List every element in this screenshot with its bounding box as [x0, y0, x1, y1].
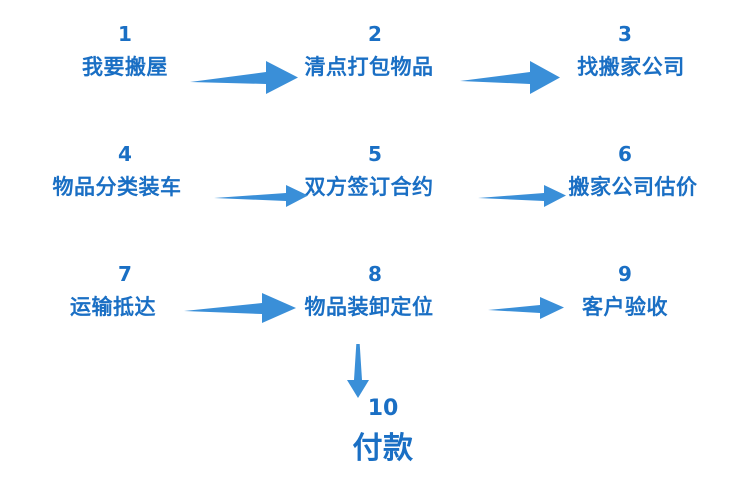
- step-label-8: 物品装卸定位: [304, 295, 434, 319]
- step-number-2: 2: [368, 22, 382, 46]
- flow-row-1: 1 我要搬屋 2 清点打包物品 3 找搬家公司: [0, 10, 750, 130]
- step-label-10: 付款: [352, 431, 414, 466]
- step-label-4: 物品分类装车: [52, 175, 182, 199]
- step-label-1: 我要搬屋: [82, 55, 168, 79]
- step-label-7: 运输抵达: [70, 295, 156, 319]
- flow-row-3: 7 运输抵达 8 物品装卸定位 9 客户验收: [0, 250, 750, 370]
- step-number-6: 6: [618, 142, 632, 166]
- step-number-3: 3: [618, 22, 632, 46]
- step-node-3[interactable]: 3 找搬家公司: [500, 10, 750, 130]
- step-number-10: 10: [367, 396, 399, 421]
- step-node-5[interactable]: 5 双方签订合约: [250, 130, 500, 250]
- step-number-7: 7: [118, 262, 132, 286]
- step-node-2[interactable]: 2 清点打包物品: [250, 10, 500, 130]
- step-node-4[interactable]: 4 物品分类装车: [0, 130, 250, 250]
- step-label-9: 客户验收: [582, 295, 668, 319]
- step-number-4: 4: [118, 142, 132, 166]
- step-node-9[interactable]: 9 客户验收: [500, 250, 750, 370]
- step-label-6: 搬家公司估价: [568, 175, 698, 199]
- step-number-5: 5: [368, 142, 382, 166]
- step-label-3: 找搬家公司: [577, 55, 685, 79]
- step-label-2: 清点打包物品: [304, 55, 434, 79]
- step-node-10[interactable]: 10 付款: [0, 396, 750, 466]
- step-node-1[interactable]: 1 我要搬屋: [0, 10, 250, 130]
- step-number-8: 8: [368, 262, 382, 286]
- step-label-5: 双方签订合约: [304, 175, 434, 199]
- step-node-7[interactable]: 7 运输抵达: [0, 250, 250, 370]
- flow-row-2: 4 物品分类装车 5 双方签订合约 6 搬家公司估价: [0, 130, 750, 250]
- step-number-1: 1: [118, 22, 132, 46]
- step-node-8[interactable]: 8 物品装卸定位: [250, 250, 500, 370]
- step-number-9: 9: [618, 262, 632, 286]
- step-node-6[interactable]: 6 搬家公司估价: [500, 130, 750, 250]
